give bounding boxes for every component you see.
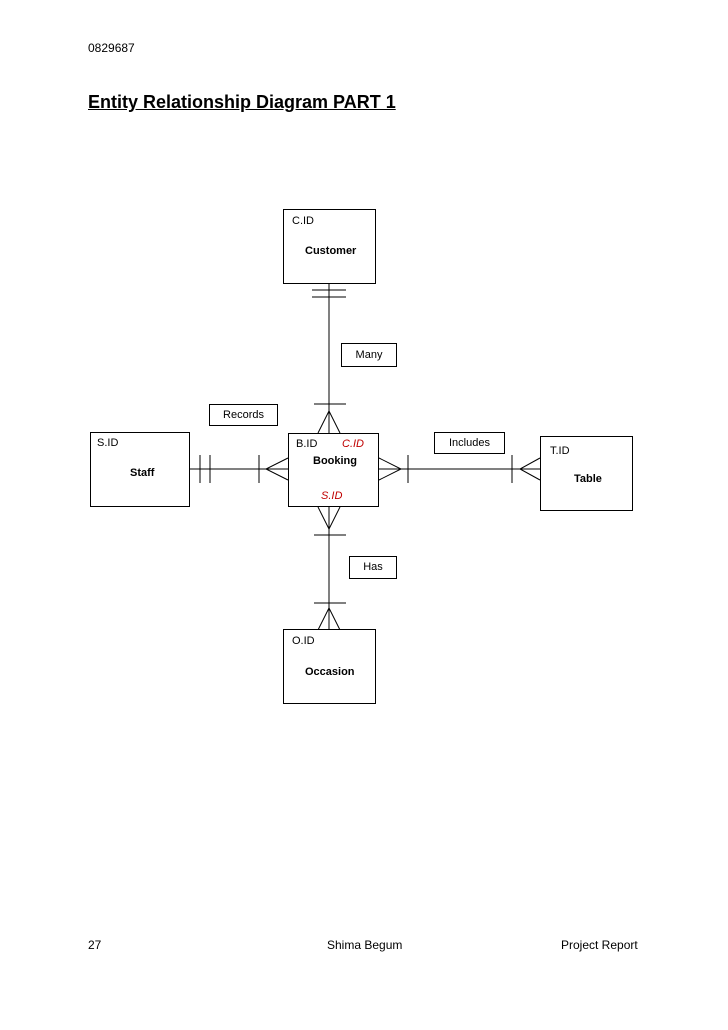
author-name: Shima Begum	[327, 938, 403, 952]
booking-right-crowfoot	[378, 457, 403, 481]
customer-key: C.ID	[292, 215, 314, 227]
booking-key: B.ID	[296, 438, 318, 450]
page-title: Entity Relationship Diagram PART 1	[88, 92, 396, 112]
document-id: 0829687	[88, 41, 135, 55]
staff-name: Staff	[130, 467, 155, 479]
page-number: 27	[88, 938, 102, 952]
entity-customer[interactable]: C.ID Customer	[283, 209, 376, 284]
entity-table[interactable]: T.ID Table	[540, 436, 633, 511]
booking-foreign-key-sid: S.ID	[321, 490, 343, 502]
document-type: Project Report	[561, 938, 638, 952]
relationship-label-has: Has	[349, 556, 397, 579]
entity-occasion[interactable]: O.ID Occasion	[283, 629, 376, 704]
relationship-label-includes: Includes	[434, 432, 505, 454]
entity-booking[interactable]: B.ID C.ID Booking S.ID	[288, 433, 379, 507]
booking-left-crowfoot	[264, 457, 289, 481]
booking-foreign-key-cid: C.ID	[342, 438, 364, 450]
booking-name: Booking	[313, 455, 357, 467]
booking-bottom-crowfoot	[317, 506, 341, 531]
customer-name: Customer	[305, 245, 357, 257]
occasion-top-crowfoot	[317, 606, 341, 631]
booking-top-crowfoot	[317, 409, 341, 434]
entity-staff[interactable]: S.ID Staff	[90, 432, 190, 507]
relationship-label-many: Many	[341, 343, 397, 367]
occasion-key: O.ID	[292, 635, 315, 647]
occasion-name: Occasion	[305, 666, 355, 678]
staff-key: S.ID	[97, 437, 119, 449]
table-name: Table	[574, 473, 602, 485]
relationship-label-records: Records	[209, 404, 278, 426]
table-left-crowfoot	[518, 457, 541, 481]
table-key: T.ID	[550, 445, 570, 457]
